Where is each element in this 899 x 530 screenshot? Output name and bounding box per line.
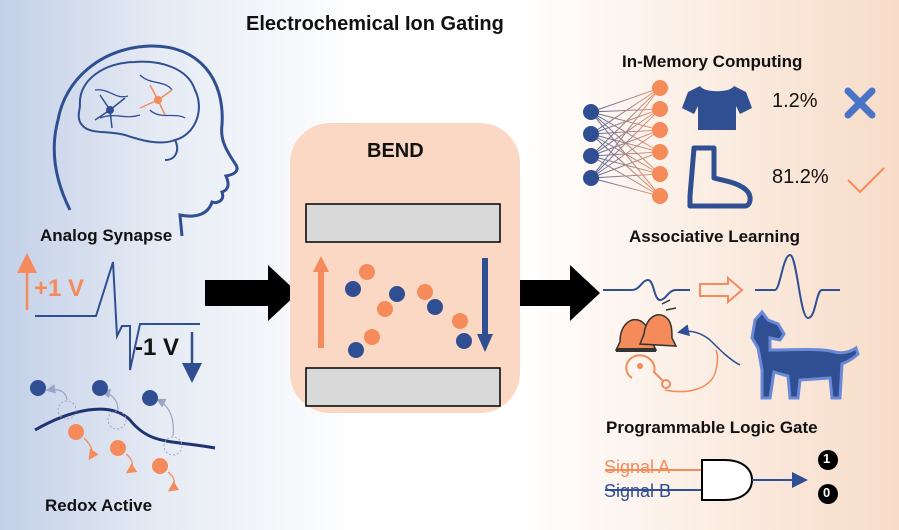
- meat-icon: [625, 354, 671, 389]
- plus-voltage-label: +1 V: [34, 275, 85, 302]
- dog-icon: [750, 309, 860, 400]
- output-zero-badge: [818, 484, 838, 504]
- signal-b-label: Signal B: [604, 481, 672, 501]
- boot-accuracy-value: 81.2%: [772, 166, 829, 188]
- bottom-electrode: [305, 367, 501, 407]
- output-zero-text: 0: [823, 485, 831, 500]
- check-icon: [847, 167, 885, 194]
- ion-particles: [345, 264, 472, 358]
- programmable-logic-gate-label: Programmable Logic Gate: [606, 418, 818, 437]
- bell-icon: [614, 299, 678, 352]
- minus-voltage-label: -1 V: [135, 334, 180, 361]
- learning-arrow-icon: [699, 275, 744, 305]
- dog-to-bell-arrow: [677, 324, 741, 366]
- redox-active-graphic: [30, 380, 216, 492]
- and-gate-icon: [701, 459, 754, 501]
- redox-active-label: Redox Active: [45, 496, 153, 515]
- meat-to-dog-arrow: [664, 349, 719, 393]
- cross-icon: [844, 87, 876, 119]
- neuron-icon: [94, 84, 173, 129]
- bend-label: BEND: [367, 140, 424, 162]
- ion-arrows: [313, 256, 493, 352]
- boot-icon: [687, 145, 753, 209]
- signal-a-label: Signal A: [604, 457, 671, 477]
- output-one-badge: [818, 450, 838, 470]
- associative-learning-label: Associative Learning: [629, 227, 801, 246]
- weak-response-wave: [603, 278, 690, 302]
- left-arrow: [205, 265, 298, 321]
- strong-response-wave: [755, 253, 840, 320]
- analog-synapse-label: Analog Synapse: [40, 226, 173, 245]
- shirt-icon: [682, 86, 752, 130]
- neural-network-graphic: [583, 80, 668, 204]
- voltage-pulse-graphic: [17, 253, 202, 383]
- output-one-text: 1: [823, 451, 831, 466]
- right-arrow: [508, 265, 600, 321]
- in-memory-computing-label: In-Memory Computing: [622, 52, 803, 71]
- shirt-accuracy-value: 1.2%: [772, 90, 818, 112]
- brain-head-icon: [52, 44, 239, 237]
- top-electrode: [305, 203, 501, 243]
- figure-title: Electrochemical Ion Gating: [246, 13, 504, 35]
